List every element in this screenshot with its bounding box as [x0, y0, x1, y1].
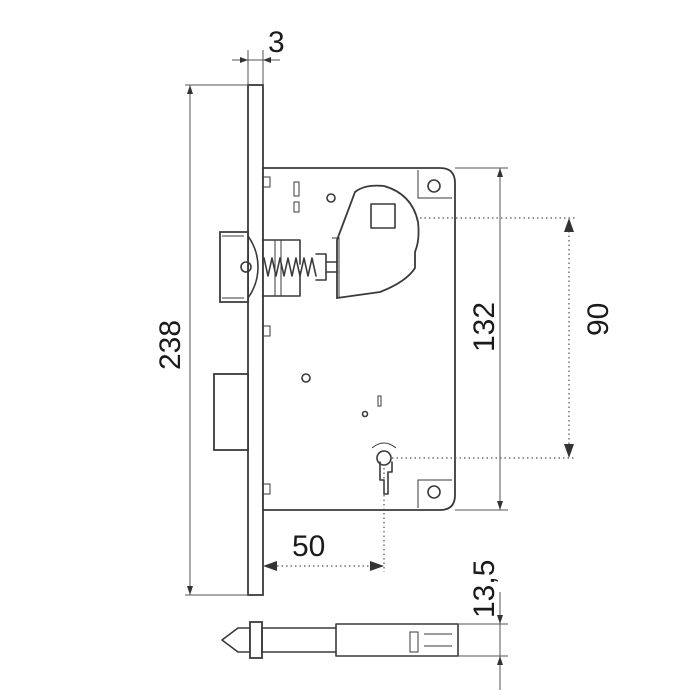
dim-hub-key-spacing: 90: [392, 217, 615, 459]
dim-faceplate-height: 238: [154, 84, 248, 596]
latch-assembly: [219, 231, 338, 303]
follower-hub: [332, 184, 420, 300]
deadbolt: [213, 373, 249, 451]
dim-label-bolt-height: 13,5: [468, 560, 501, 618]
dim-bolt-height: 13,5: [458, 560, 508, 690]
dim-faceplate-thickness: 3: [232, 26, 285, 85]
dim-label-hub-key-spacing: 90: [582, 303, 615, 336]
latch-spring: [263, 257, 317, 277]
dim-label-backset: 50: [292, 530, 325, 563]
faceplate: [247, 84, 264, 596]
key-cylinder: [371, 442, 397, 495]
bolt-side-view: [221, 621, 459, 659]
mounting-hole-bottom: [427, 485, 441, 499]
dim-label-faceplate-height: 238: [154, 320, 187, 370]
dim-label-faceplate-thickness: 3: [268, 26, 285, 59]
spindle-square-icon: [370, 203, 396, 229]
mounting-hole-top: [427, 179, 441, 193]
dim-backset: 50: [263, 468, 385, 572]
dim-label-case-height: 132: [468, 302, 501, 352]
dim-case-height: 132: [455, 167, 508, 511]
